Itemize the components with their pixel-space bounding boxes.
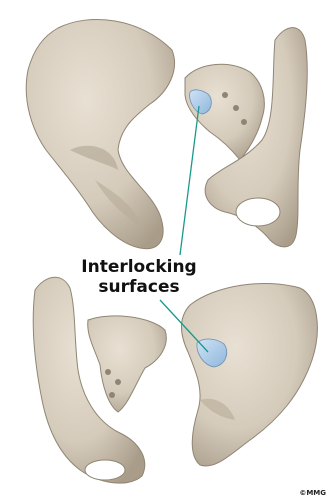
annotation-line-2: surfaces [64,277,214,297]
ilium-bottom-right [182,283,318,466]
sacrum-ilium-bottom-left [33,277,166,483]
annotation-line-1: Interlocking [64,257,214,277]
copyright-credit: ©MMG [299,489,326,497]
leader-line-top [180,106,199,255]
ilium-top-left [26,19,174,248]
annotation-label: Interlocking surfaces [64,257,214,297]
sacrum-ilium-top-right [185,28,307,247]
